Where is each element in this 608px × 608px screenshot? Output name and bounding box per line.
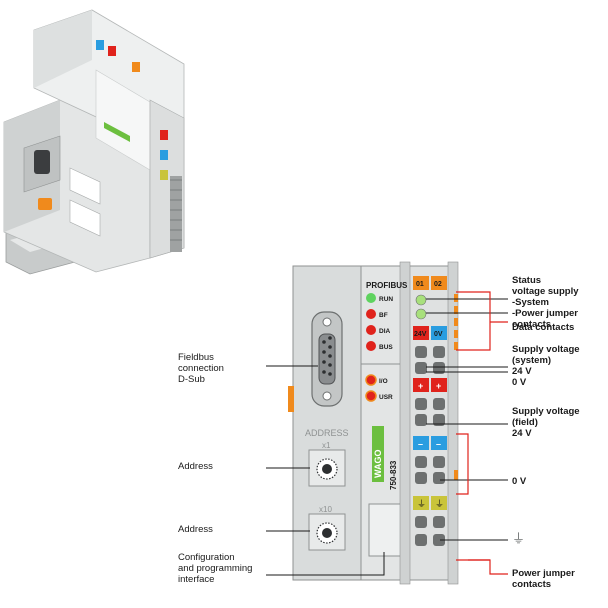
led-bus xyxy=(366,341,376,351)
status-leds xyxy=(365,293,377,402)
callout-supply-system: Supply voltage (system) 24 V 0 V xyxy=(512,344,580,388)
led-bf-label: BF xyxy=(379,312,388,319)
product-photo xyxy=(3,9,185,275)
led-run-label: RUN xyxy=(379,296,393,303)
led-bf xyxy=(366,309,376,319)
led-dia-label: DIA xyxy=(379,328,391,335)
switch-x1-label: x1 xyxy=(322,441,331,450)
led-usr-label: USR xyxy=(379,394,393,401)
led-io xyxy=(365,374,377,386)
callout-supply-field: Supply voltage (field) 24 V xyxy=(512,406,580,439)
brand-logo-text: WAGO xyxy=(373,450,383,479)
callout-data-contacts: Data contacts xyxy=(512,322,575,333)
led-run xyxy=(366,293,376,303)
terminal-tag-0v: 0V xyxy=(434,331,443,338)
terminal-tag-02: 02 xyxy=(434,281,442,288)
ground-symbol-icon: ⏚ xyxy=(512,531,526,546)
leader-lines xyxy=(266,298,508,576)
terminal-tag-plus-1: + xyxy=(418,381,423,391)
callout-address-2: Address xyxy=(178,524,213,535)
address-label: ADDRESS xyxy=(305,428,349,438)
terminal-tag-ground-2: ⏚ xyxy=(435,499,444,509)
terminal-tag-24v: 24V xyxy=(414,331,427,338)
led-usr xyxy=(365,390,377,402)
callout-address-1: Address xyxy=(178,461,213,472)
terminal-tag-ground-1: ⏚ xyxy=(417,499,426,509)
led-dia xyxy=(366,325,376,335)
module-schematic xyxy=(288,261,459,585)
switch-x10-label: x10 xyxy=(319,505,332,514)
model-number: 750-833 xyxy=(389,460,398,490)
terminal-tag-minus-2: – xyxy=(436,439,441,449)
led-bus-label: BUS xyxy=(379,344,393,351)
config-port[interactable] xyxy=(368,503,404,557)
callout-status: Status voltage supply -System -Power jum… xyxy=(512,275,579,330)
callout-fieldbus: Fieldbus connection D-Sub xyxy=(178,352,224,385)
power-jumper-leaders xyxy=(456,291,508,575)
terminal-tag-minus-1: – xyxy=(418,439,423,449)
led-io-label: I/O xyxy=(379,378,388,385)
terminal-tag-01: 01 xyxy=(416,281,424,288)
callout-zero-v: 0 V xyxy=(512,476,527,487)
callout-power-jumper: Power jumper contacts xyxy=(512,568,575,590)
terminal-tag-plus-2: + xyxy=(436,381,441,391)
bus-name: PROFIBUS xyxy=(366,281,408,290)
callout-config: Configuration and programming interface xyxy=(178,552,253,585)
